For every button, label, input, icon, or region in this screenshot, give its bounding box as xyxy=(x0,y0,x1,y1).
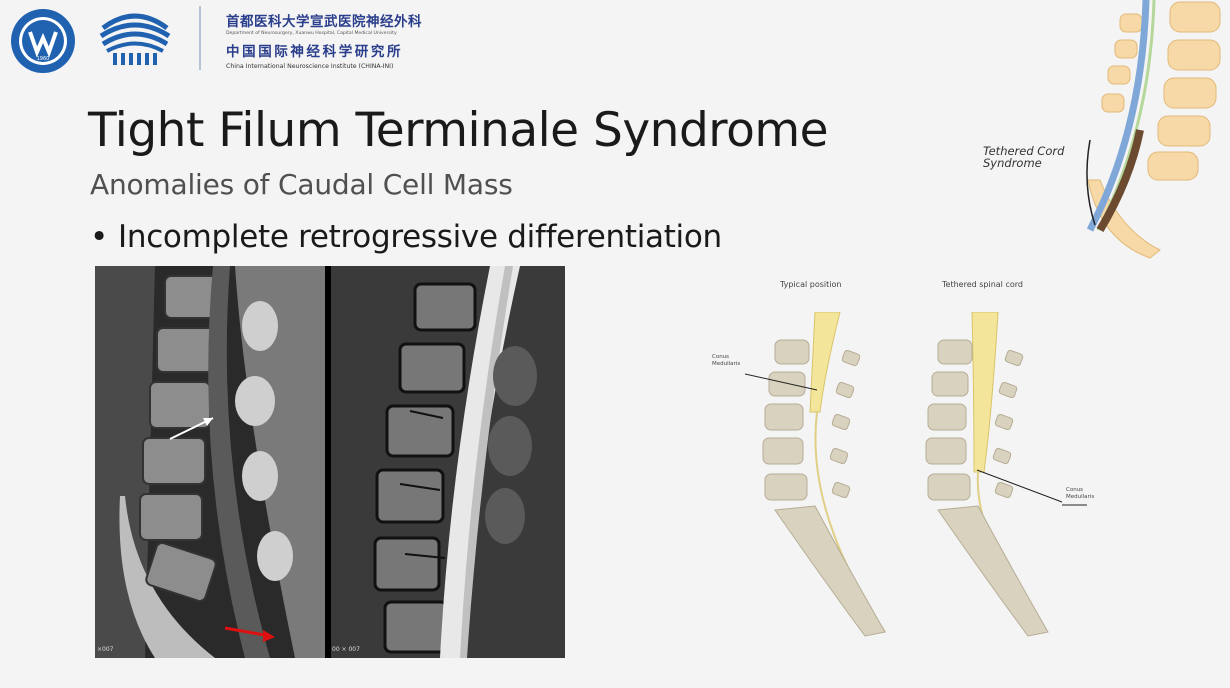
institution-name-en: Department of Neurosurgery, Xuanwu Hospi… xyxy=(226,31,397,36)
logo-year: 1960 xyxy=(37,56,50,62)
conus-medullaris-label-typical: Conus Medullaris xyxy=(712,354,740,368)
conus-a-line2: Medullaris xyxy=(712,361,741,367)
tethered-label-line2: Syndrome xyxy=(983,156,1042,170)
tethered-spinal-cord-caption: Tethered spinal cord xyxy=(942,280,1023,289)
mri-image-panel xyxy=(95,266,565,658)
institute-name-cn: 中国国际神经科学研究所 xyxy=(226,44,404,60)
conus-b-line1: Conus xyxy=(1066,487,1084,493)
bullet-item: • Incomplete retrogressive differentiatio… xyxy=(90,219,722,255)
bullet-dot-icon: • xyxy=(90,219,108,255)
typical-spine-illustration xyxy=(744,311,920,642)
tethered-label-line1: Tethered Cord xyxy=(983,144,1065,158)
university-logo: 1960 xyxy=(10,8,76,74)
bullet-text: Incomplete retrogressive differentiation xyxy=(118,219,722,255)
typical-position-caption: Typical position xyxy=(780,280,842,289)
tethered-cord-illustration xyxy=(1060,0,1230,262)
conus-a-line1: Conus xyxy=(712,354,730,360)
conus-b-line2: Medullaris xyxy=(1066,494,1095,500)
tethered-cord-label: Tethered Cord Syndrome xyxy=(983,145,1064,169)
mri-left-label: ×007 xyxy=(97,646,114,653)
slide-subtitle: Anomalies of Caudal Cell Mass xyxy=(90,168,513,201)
header-divider xyxy=(199,6,201,70)
institute-name-en: China International Neuroscience Institu… xyxy=(226,63,394,70)
conus-medullaris-label-tethered: Conus Medullaris xyxy=(1066,487,1094,501)
institution-name-cn: 首都医科大学宣武医院神经外科 xyxy=(226,14,422,30)
slide-title: Tight Filum Terminale Syndrome xyxy=(88,103,829,158)
hospital-logo xyxy=(97,6,173,68)
tethered-spine-illustration xyxy=(912,311,1100,642)
mri-right-label: 00 × 007 xyxy=(332,646,360,653)
